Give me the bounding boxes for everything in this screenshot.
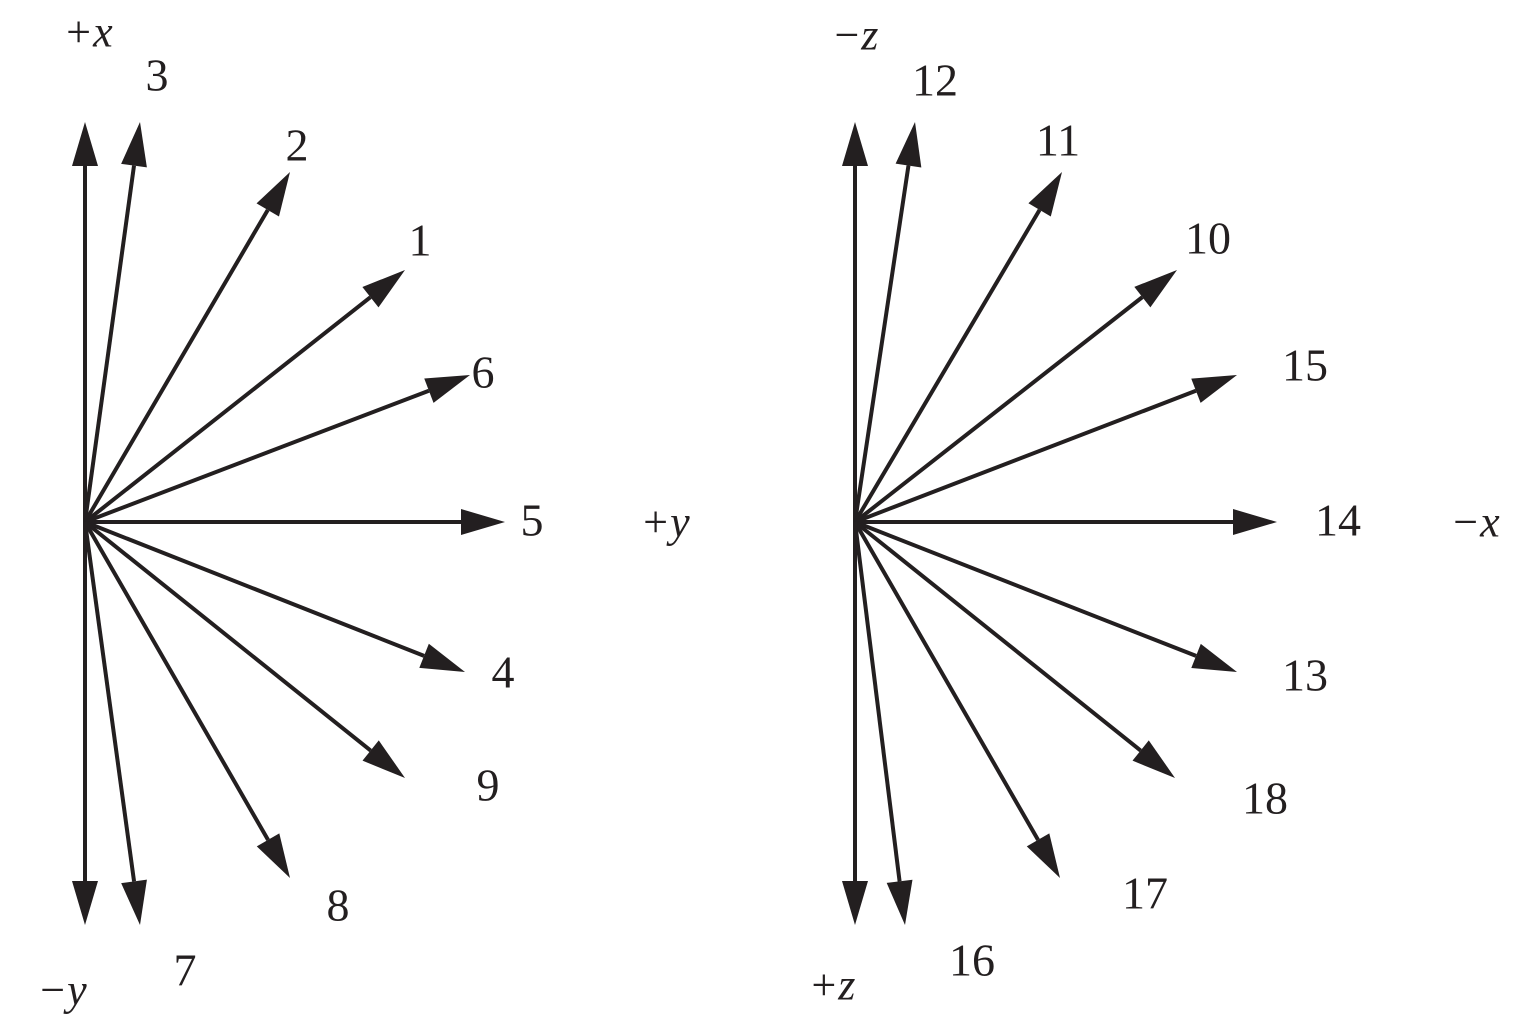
arrowhead-icon bbox=[1028, 172, 1062, 217]
right-panel: 12 11 10 15 14 13 18 17 16 −z +z −x bbox=[809, 11, 1500, 1010]
arrowhead-icon bbox=[419, 643, 465, 672]
arrowhead-icon bbox=[72, 881, 98, 925]
vector-arrow-6 bbox=[84, 375, 470, 524]
vector-label: 17 bbox=[1122, 868, 1168, 919]
axis-label-right: −x bbox=[1450, 498, 1500, 547]
axis-arrow-up bbox=[842, 122, 868, 522]
vector-arrow-12 bbox=[853, 122, 922, 523]
vector-arrow-14 bbox=[855, 509, 1277, 535]
vector-label: 8 bbox=[327, 880, 350, 931]
vector-label: 9 bbox=[477, 760, 500, 811]
vector-arrow-4 bbox=[84, 520, 465, 672]
vector-label: 18 bbox=[1242, 773, 1288, 824]
vector-arrow-3 bbox=[83, 122, 147, 523]
arrowhead-icon bbox=[362, 270, 405, 308]
vector-arrow-11 bbox=[853, 172, 1062, 524]
axis-arrow-up bbox=[72, 122, 98, 522]
arrowhead-icon bbox=[842, 122, 868, 166]
vector-label: 16 bbox=[949, 935, 995, 986]
arrowhead-icon bbox=[1191, 643, 1237, 672]
vector-label: 15 bbox=[1282, 340, 1328, 391]
arrowhead-icon bbox=[842, 881, 868, 925]
vector-arrow-15 bbox=[854, 375, 1237, 524]
vector-label: 11 bbox=[1036, 115, 1080, 166]
vector-arrow-17 bbox=[853, 521, 1060, 878]
arrowhead-icon bbox=[1132, 740, 1175, 778]
vector-label: 12 bbox=[912, 55, 958, 106]
vector-arrow-18 bbox=[853, 520, 1175, 778]
axis-label-top: −z bbox=[832, 11, 879, 60]
arrowhead-icon bbox=[1134, 270, 1177, 308]
arrowhead-icon bbox=[1233, 509, 1277, 535]
vector-label: 1 bbox=[409, 215, 432, 266]
vector-label: 4 bbox=[492, 647, 515, 698]
vector-arrow-13 bbox=[854, 520, 1237, 672]
arrowhead-icon bbox=[1026, 833, 1060, 878]
vector-label: 3 bbox=[146, 50, 169, 101]
arrowhead-icon bbox=[121, 122, 147, 168]
vector-arrow-9 bbox=[83, 520, 405, 778]
arrowhead-icon bbox=[461, 509, 505, 535]
axis-label-top: +x bbox=[63, 8, 113, 57]
vector-label: 7 bbox=[174, 945, 197, 996]
arrowhead-icon bbox=[886, 879, 913, 925]
axis-arrow-down bbox=[842, 522, 868, 925]
vector-arrow-16 bbox=[853, 521, 913, 925]
arrowhead-icon bbox=[121, 879, 147, 925]
arrowhead-icon bbox=[72, 122, 98, 166]
arrowhead-icon bbox=[1191, 375, 1237, 403]
vector-label: 13 bbox=[1282, 650, 1328, 701]
vector-arrow-7 bbox=[83, 521, 147, 925]
axis-label-bottom: +z bbox=[809, 961, 856, 1010]
left-panel: 3 2 1 6 5 4 9 8 7 +x −y +y bbox=[37, 8, 690, 1015]
vector-arrow-2 bbox=[83, 172, 290, 524]
vector-arrow-1 bbox=[83, 270, 405, 524]
arrowhead-icon bbox=[424, 375, 470, 403]
vector-label: 6 bbox=[472, 347, 495, 398]
arrowhead-icon bbox=[256, 833, 290, 878]
vector-label: 2 bbox=[286, 120, 309, 171]
axis-arrow-down bbox=[72, 522, 98, 925]
vector-arrow-10 bbox=[853, 270, 1177, 524]
vector-label: 5 bbox=[521, 495, 544, 546]
arrowhead-icon bbox=[895, 122, 922, 168]
vector-label: 10 bbox=[1185, 213, 1231, 264]
axis-label-right: +y bbox=[640, 498, 690, 547]
vector-arrow-5 bbox=[85, 509, 505, 535]
vector-arrow-8 bbox=[83, 521, 290, 878]
arrowhead-icon bbox=[362, 740, 405, 778]
vector-label: 14 bbox=[1315, 495, 1361, 546]
axis-label-bottom: −y bbox=[37, 966, 87, 1015]
arrowhead-icon bbox=[256, 172, 290, 217]
